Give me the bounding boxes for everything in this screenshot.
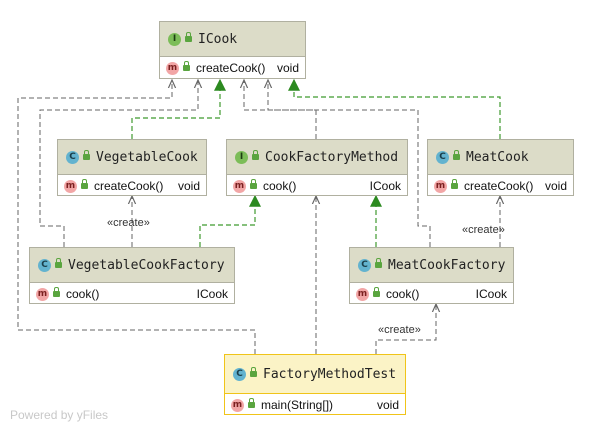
lock-icon bbox=[185, 32, 192, 42]
class-node-meatcook[interactable]: C MeatCook m createCook() void bbox=[427, 139, 574, 196]
return-type: void bbox=[544, 179, 567, 193]
method-signature: createCook() bbox=[94, 179, 164, 193]
method-row[interactable]: m cook() ICook bbox=[227, 175, 407, 197]
lock-icon bbox=[81, 179, 88, 189]
lock-icon bbox=[53, 287, 60, 297]
watermark: Powered by yFiles bbox=[10, 408, 109, 422]
lock-icon bbox=[55, 258, 62, 268]
class-name: VegetableCook bbox=[96, 149, 198, 165]
class-icon: C bbox=[233, 367, 246, 381]
class-node-icook[interactable]: I ICook m createCook() void bbox=[159, 21, 306, 79]
class-name: MeatCookFactory bbox=[388, 257, 506, 273]
class-icon: C bbox=[436, 150, 449, 164]
class-node-meatcookfactory[interactable]: C MeatCookFactory m cook() ICook bbox=[349, 247, 514, 304]
class-node-cookfactorymethod[interactable]: I CookFactoryMethod m cook() ICook bbox=[226, 139, 408, 196]
class-icon: C bbox=[66, 150, 79, 164]
return-type: void bbox=[376, 398, 399, 412]
lock-icon bbox=[250, 367, 257, 377]
method-row[interactable]: m createCook() void bbox=[58, 175, 206, 197]
method-row[interactable]: m cook() ICook bbox=[350, 283, 513, 305]
edge-meatfactory-icook bbox=[268, 80, 431, 247]
method-icon: m bbox=[356, 287, 369, 301]
method-row[interactable]: m main(String[]) void bbox=[225, 394, 405, 416]
class-name: FactoryMethodTest bbox=[263, 366, 397, 382]
method-icon: m bbox=[64, 179, 77, 193]
lock-icon bbox=[375, 258, 382, 268]
method-signature: cook() bbox=[66, 287, 100, 301]
lock-icon bbox=[248, 398, 255, 408]
lock-icon bbox=[83, 150, 90, 160]
method-icon: m bbox=[434, 179, 447, 193]
edge-meatcook-icook bbox=[288, 78, 501, 139]
method-signature: createCook() bbox=[196, 61, 266, 75]
method-row[interactable]: m createCook() void bbox=[428, 175, 573, 197]
method-signature: cook() bbox=[263, 179, 297, 193]
method-signature: cook() bbox=[386, 287, 420, 301]
method-icon: m bbox=[233, 179, 246, 193]
edge-label-create: «create» bbox=[107, 217, 150, 229]
lock-icon bbox=[373, 287, 380, 297]
lock-icon bbox=[252, 150, 259, 160]
lock-icon bbox=[250, 179, 257, 189]
class-name: CookFactoryMethod bbox=[265, 149, 399, 165]
class-name: ICook bbox=[198, 31, 238, 47]
method-signature: createCook() bbox=[464, 179, 534, 193]
interface-icon: I bbox=[168, 32, 181, 46]
lock-icon bbox=[183, 61, 190, 71]
edge-label-create: «create» bbox=[378, 324, 421, 336]
method-icon: m bbox=[231, 398, 244, 412]
method-row[interactable]: m createCook() void bbox=[160, 57, 305, 79]
return-type: void bbox=[276, 61, 299, 75]
lock-icon bbox=[453, 150, 460, 160]
edge-vegfactory-icook bbox=[39, 80, 198, 247]
class-node-factorymethodtest[interactable]: C FactoryMethodTest m main(String[]) voi… bbox=[224, 354, 406, 415]
return-type: void bbox=[177, 179, 200, 193]
realization-edges bbox=[131, 78, 501, 247]
return-type: ICook bbox=[369, 179, 401, 193]
class-name: VegetableCookFactory bbox=[68, 257, 225, 273]
edge-test-icook bbox=[17, 80, 256, 354]
edge-test-meatfactory bbox=[375, 304, 436, 354]
lock-icon bbox=[451, 179, 458, 189]
return-type: ICook bbox=[196, 287, 228, 301]
interface-icon: I bbox=[235, 150, 248, 164]
class-icon: C bbox=[358, 258, 371, 272]
dependency-edges bbox=[17, 80, 500, 354]
edge-vegetablefactory-cookfactorymethod bbox=[199, 194, 261, 247]
return-type: ICook bbox=[475, 287, 507, 301]
class-icon: C bbox=[38, 258, 51, 272]
method-icon: m bbox=[166, 61, 179, 75]
class-name: MeatCook bbox=[466, 149, 529, 165]
method-signature: main(String[]) bbox=[261, 398, 334, 412]
class-node-vegetablecookfactory[interactable]: C VegetableCookFactory m cook() ICook bbox=[29, 247, 235, 304]
class-node-vegetablecook[interactable]: C VegetableCook m createCook() void bbox=[57, 139, 207, 196]
edge-label-create: «create» bbox=[462, 224, 505, 236]
method-row[interactable]: m cook() ICook bbox=[30, 283, 234, 305]
edge-cookfactorymethod-icook bbox=[244, 80, 317, 139]
edge-vegetablecook-icook bbox=[131, 78, 226, 139]
method-icon: m bbox=[36, 287, 49, 301]
